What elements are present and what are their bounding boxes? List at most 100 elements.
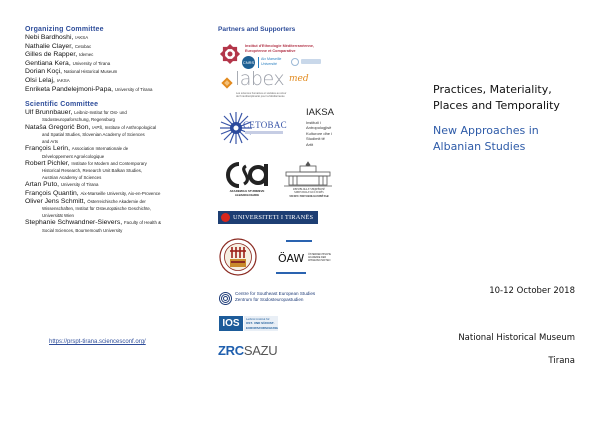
organizing-member: Dorian Koçi, National Historical Museum bbox=[25, 68, 210, 77]
member-name: Stephanie Schwandner-Sievers, bbox=[25, 219, 123, 227]
mmsh-logo bbox=[301, 59, 321, 64]
scientific-member: François Lerin, Association Internationa… bbox=[25, 145, 210, 160]
member-affiliation: IAKSA bbox=[56, 77, 70, 83]
mmsh-emblem-icon bbox=[291, 58, 299, 66]
scientific-member: Artan Puto, University of Tirana bbox=[25, 181, 210, 189]
scientific-committee-title: Scientific Committee bbox=[25, 101, 99, 109]
ios-logo: IOS bbox=[219, 316, 243, 331]
labex-caption: Les sciences humaines et sociales au cœu… bbox=[236, 92, 287, 99]
member-name: François Quantin, bbox=[25, 189, 79, 197]
partners-title: Partners and Supporters bbox=[218, 26, 296, 33]
member-affiliation: Faculty of Health & bbox=[123, 220, 162, 226]
cetobac-caption bbox=[245, 131, 283, 134]
cetobac-logo bbox=[218, 110, 254, 150]
scientific-member: Stephanie Schwandner-Sievers, Faculty of… bbox=[25, 219, 210, 234]
conference-subtitle: New Approaches in Albanian Studies bbox=[433, 124, 539, 153]
member-affiliation: Aix-Marseille University, Aix-en-Provenc… bbox=[80, 190, 161, 196]
member-affiliation: University of Tirana bbox=[72, 60, 111, 66]
member-name: Nathalie Clayer, bbox=[25, 42, 73, 50]
aksa-emblem-icon bbox=[226, 162, 268, 188]
member-affiliation: IAKSA bbox=[75, 35, 89, 40]
organizing-member: Nathalie Clayer, Cetobac bbox=[25, 43, 210, 52]
labex-med-wordmark: med bbox=[289, 74, 309, 84]
member-name: Dorian Koçi, bbox=[25, 68, 63, 76]
member-name: Enriketa Pandelejmoni-Papa, bbox=[25, 85, 114, 93]
member-affiliation: IAPŠ, Institute of Anthropological bbox=[92, 124, 157, 130]
member-affiliation-continued: and Arts bbox=[42, 138, 59, 144]
member-affiliation-continued: Développement Agroécologique bbox=[42, 153, 105, 159]
seal-icon bbox=[219, 238, 257, 276]
scientific-member: Ulf Brunnbauer, Leibniz-Institut für Ost… bbox=[25, 109, 210, 124]
scientific-committee: Scientific Committee Ulf Brunnbauer, Lei… bbox=[25, 101, 210, 234]
member-affiliation-continued: Austrian Academy of Sciences bbox=[42, 174, 102, 180]
conference-website-link[interactable]: https://prspt-tirana.sciencesconf.org/ bbox=[49, 339, 146, 345]
scientific-member: Oliver Jens Schmitt, Österreichische Aka… bbox=[25, 198, 210, 219]
member-name: François Lerin, bbox=[25, 145, 70, 153]
csees-logo bbox=[219, 290, 232, 309]
iaksa-subtitle: Instituti i Antropologjisë Kulturore dhe… bbox=[306, 120, 333, 147]
universiteti-tiranes-logo: UNIVERSITETI I TIRANËS bbox=[218, 211, 318, 224]
conference-title: Practices, Materiality, Places and Tempo… bbox=[433, 83, 560, 112]
aksa-caption: AKADEMIA E STUDIMEVE ALBANOLOGJIKE bbox=[229, 189, 265, 197]
member-affiliation: Idemec bbox=[78, 52, 94, 58]
member-affiliation: University of Tirana bbox=[114, 86, 153, 92]
ios-text: Leibniz-Institut für OST- UND SÜDOST- EU… bbox=[244, 316, 278, 331]
member-name: Gilles de Rapper, bbox=[25, 51, 78, 59]
university-seal-logo bbox=[219, 238, 257, 280]
member-affiliation-continued: Universität Wien bbox=[42, 212, 74, 218]
member-affiliation-continued: Social Sciences, Bournemouth University bbox=[42, 227, 123, 233]
member-affiliation: Cetobac bbox=[74, 43, 92, 49]
member-name: Nebi Bardhoshi, bbox=[25, 34, 74, 41]
oaw-bottom-rule bbox=[276, 272, 306, 274]
organizing-member: Olsi Lelaj, IAKSA bbox=[25, 77, 210, 86]
oaw-wordmark: ÖAW bbox=[278, 252, 305, 265]
organizing-committee-title: Organizing Committee bbox=[25, 26, 104, 33]
labex-diamond-icon bbox=[221, 77, 233, 89]
member-name: Robert Pichler, bbox=[25, 160, 70, 168]
museum-building-icon bbox=[284, 161, 332, 187]
member-name: Ulf Brunnbauer, bbox=[25, 109, 73, 117]
scientific-member: Robert Pichler, Institute for Modern and… bbox=[25, 160, 210, 181]
event-venue: National Historical Museum bbox=[458, 333, 575, 343]
csees-rings-icon bbox=[219, 292, 232, 305]
member-affiliation: Österreichische Akademie der bbox=[87, 198, 146, 204]
idemec-text: Institut d'Ethnologie Méditerranéenne, E… bbox=[245, 44, 315, 53]
oaw-top-rule bbox=[286, 240, 312, 242]
event-dates: 10-12 October 2018 bbox=[489, 286, 575, 296]
member-affiliation-continued: Südosteuropaforschung, Regensburg bbox=[42, 117, 115, 123]
cetobac-wordmark: CETOBAC bbox=[243, 120, 287, 130]
member-name: Oliver Jens Schmitt, bbox=[25, 197, 86, 205]
labex-wordmark: labex bbox=[235, 68, 285, 90]
organizing-member: Gilles de Rapper, Idemec bbox=[25, 51, 210, 60]
partners-column: Partners and Supporters bbox=[218, 26, 368, 33]
member-name: Gentiana Kera, bbox=[25, 59, 71, 67]
zrc-sazu-logo: ZRCSAZU bbox=[218, 343, 278, 358]
idemec-star-icon bbox=[219, 43, 241, 65]
organizing-member: Nebi Bardhoshi, IAKSA bbox=[25, 34, 210, 43]
scientific-member: François Quantin, Aix-Marseille Universi… bbox=[25, 190, 210, 198]
idemec-logo bbox=[219, 42, 241, 70]
member-affiliation: University of Tirana bbox=[60, 182, 99, 188]
member-affiliation-continued: and Spatial Studies, Slovenian Academy o… bbox=[42, 132, 145, 138]
aksa-logo bbox=[224, 160, 270, 194]
csees-text: Centre for Southeast European Studies Ze… bbox=[235, 291, 316, 302]
organizing-member: Enriketa Pandelejmoni-Papa, University o… bbox=[25, 86, 210, 95]
amu-logo: Aix Marseille Université bbox=[258, 57, 288, 68]
member-affiliation-continued: Historical Research, Research Unit Balka… bbox=[42, 168, 143, 174]
member-name: Artan Puto, bbox=[25, 181, 60, 189]
iaksa-title: IAKSA bbox=[306, 107, 334, 118]
member-affiliation: Institute for Modern and Contemporary bbox=[71, 161, 147, 167]
muzeu-caption: REPUBLIKA E SHQIPËRISË MINISTRIA E KULTU… bbox=[289, 188, 329, 198]
member-affiliation: Leibniz-Institut für Ost- und bbox=[74, 110, 127, 116]
scientific-member: Nataša Gregorič Bon, IAPŠ, Institute of … bbox=[25, 124, 210, 145]
ut-emblem-icon bbox=[221, 213, 230, 222]
organizing-member: Gentiana Kera, University of Tirana bbox=[25, 60, 210, 69]
member-affiliation: National Historical Museum bbox=[63, 69, 118, 75]
event-city: Tirana bbox=[548, 356, 575, 366]
oaw-caption: ÖSTERREICHISCHE AKADEMIE DER WISSENSCHAF… bbox=[308, 253, 331, 262]
muzeu-logo bbox=[283, 161, 333, 191]
member-name: Nataša Gregorič Bon, bbox=[25, 123, 91, 131]
member-affiliation: Association Internationale de bbox=[71, 146, 129, 152]
member-name: Olsi Lelaj, bbox=[25, 76, 55, 84]
labexmed-logo bbox=[220, 75, 234, 94]
